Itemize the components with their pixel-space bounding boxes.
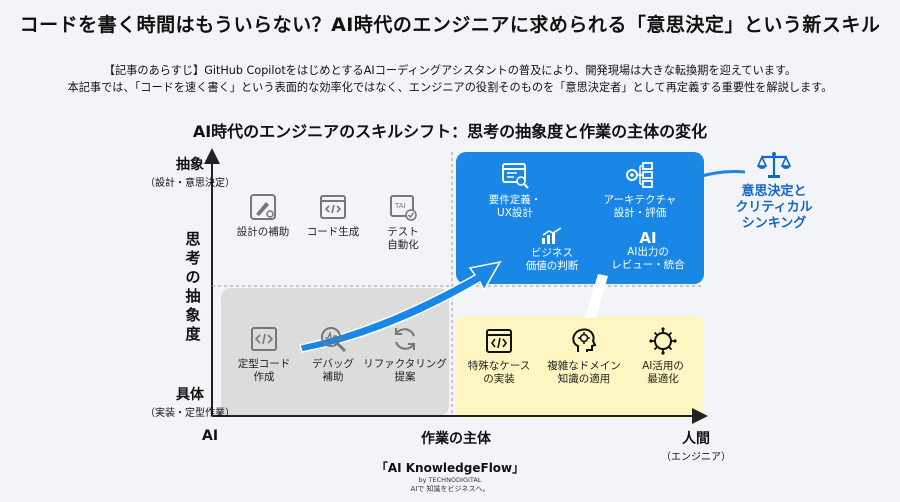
x-right-label: 人間 （エンジニア） [661, 431, 731, 463]
design-assist-icon [228, 192, 298, 222]
brand-tagline: AIで 知識をビジネスへ。 [410, 485, 490, 493]
item-test-automation: TAI テスト 自動化 [370, 192, 436, 252]
page-title: コードを書く時間はもういらない？AI時代のエンジニアに求められる「意思決定」とい… [19, 14, 881, 36]
y-bottom-label: 具体 （実装・定型作業） [145, 387, 235, 419]
refactor-icon [362, 324, 448, 354]
ai-optimization-icon [630, 326, 696, 356]
item-domain-knowledge: 複雑なドメイン 知識の適用 [538, 326, 630, 386]
scales-icon [724, 150, 824, 180]
ai-review-icon: AI [639, 229, 657, 247]
callout-label: 意思決定と クリティカル シンキング [735, 184, 813, 231]
architecture-icon [590, 160, 690, 190]
special-case-icon [462, 326, 536, 356]
decision-making-callout: 意思決定と クリティカル シンキング [724, 150, 824, 232]
callout-tail [585, 274, 608, 318]
x-left-label: AI [202, 428, 219, 444]
item-architecture: アーキテクチャ 設計・評価 [590, 160, 690, 220]
brand-by: by TECHNODIGITAL [418, 476, 482, 484]
code-template-icon [228, 324, 300, 354]
item-requirements: 要件定義・ UX設計 [470, 160, 560, 220]
brand-name: 「AI KnowledgeFlow」 [375, 461, 525, 475]
y-top-label: 抽象 （設計・意思決定） [145, 157, 235, 189]
callout-arrow [684, 169, 746, 184]
y-axis-title: 思考の抽象度 [185, 230, 201, 343]
item-code-template: 定型コード 作成 [228, 324, 300, 384]
item-ai-optimization: AI活用の 最適化 [630, 326, 696, 386]
shift-arrow [299, 260, 502, 353]
summary-line-1: 【記事のあらすじ】GitHub CopilotをはじめとするAIコーディングアシ… [103, 64, 797, 77]
business-value-icon [512, 226, 592, 246]
x-axis-title: 作業の主体 [421, 431, 491, 447]
item-special-case: 特殊なケース の実装 [462, 326, 536, 386]
summary-line-2: 本記事では、「コードを速く書く」という表面的な効率化ではなく、エンジニアの役割そ… [67, 81, 833, 94]
debug-icon [300, 324, 366, 354]
test-automation-icon: TAI [370, 192, 436, 222]
item-code-generation: コード生成 [298, 192, 368, 239]
svg-text:TAI: TAI [394, 202, 406, 210]
footer-branding: 「AI KnowledgeFlow」 by TECHNODIGITAL AIで … [0, 459, 900, 494]
requirements-icon [470, 160, 560, 190]
item-business-value: ビジネス 価値の判断 [512, 226, 592, 273]
article-summary: 【記事のあらすじ】GitHub CopilotをはじめとするAIコーディングアシ… [12, 62, 888, 96]
code-generation-icon [298, 192, 368, 222]
domain-knowledge-icon [538, 326, 630, 356]
diagram-title: AI時代のエンジニアのスキルシフト：思考の抽象度と作業の主体の変化 [192, 122, 708, 141]
item-refactor: リファクタリング 提案 [362, 324, 448, 384]
item-ai-review: AI AI出力の レビュー・統合 [600, 229, 696, 272]
item-design-assist: 設計の補助 [228, 192, 298, 239]
item-debug: デバッグ 補助 [300, 324, 366, 384]
